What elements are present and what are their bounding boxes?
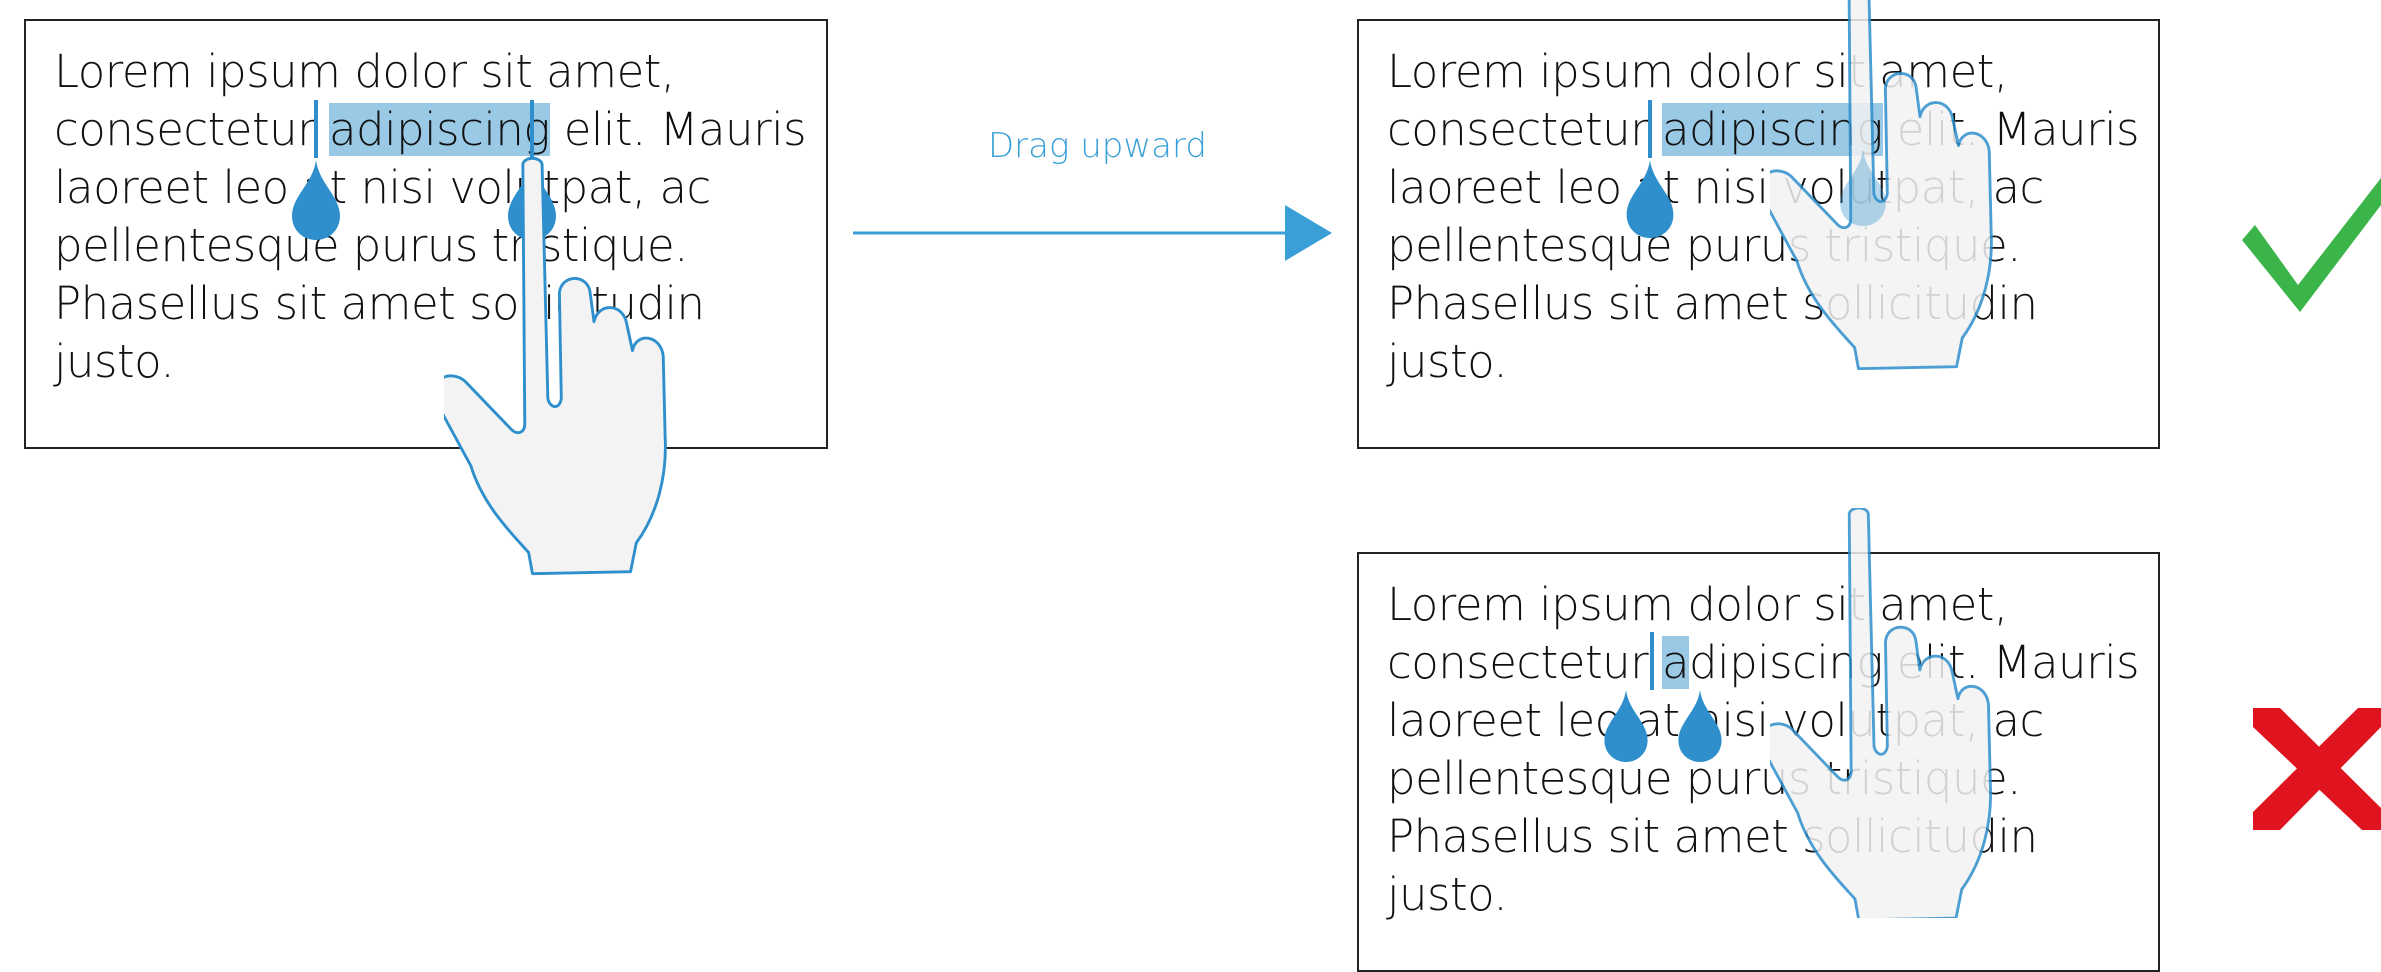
arrow-head bbox=[1285, 205, 1332, 261]
text-selection[interactable]: a bbox=[1661, 636, 1690, 689]
panel-after-correct-text: Lorem ipsum dolor sit amet, consectetur … bbox=[1387, 45, 2140, 388]
text-selection[interactable]: adipiscing bbox=[1661, 103, 1883, 156]
cross-icon bbox=[2253, 708, 2381, 830]
arrow-label: Drag upward bbox=[988, 126, 1207, 166]
panel-after-correct: Lorem ipsum dolor sit amet, consectetur … bbox=[1357, 19, 2160, 449]
panel-after-wrong-text: Lorem ipsum dolor sit amet, consectetur … bbox=[1387, 578, 2140, 921]
panel-after-wrong: Lorem ipsum dolor sit amet, consectetur … bbox=[1357, 552, 2160, 972]
panel-before: Lorem ipsum dolor sit amet, consectetur … bbox=[24, 19, 828, 449]
checkmark-icon bbox=[2242, 178, 2381, 312]
panel-before-text: Lorem ipsum dolor sit amet, consectetur … bbox=[54, 45, 807, 388]
text-selection[interactable]: adipiscing bbox=[328, 103, 550, 156]
